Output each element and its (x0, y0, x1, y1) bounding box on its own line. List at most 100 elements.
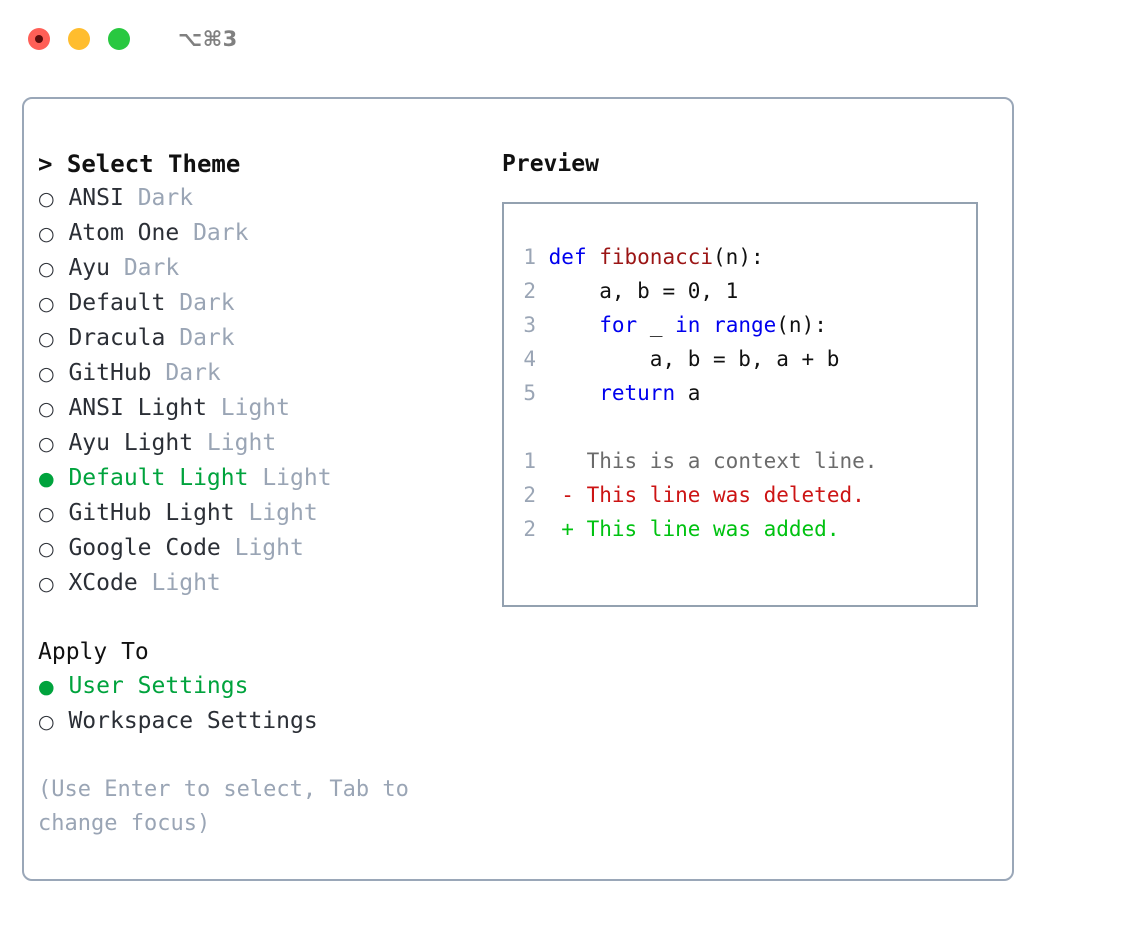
spacer (514, 410, 976, 444)
code-token: in (675, 313, 701, 337)
theme-variant-tag: Dark (179, 220, 249, 246)
preview-column: Preview 1 def fibonacci(n):2 a, b = 0, 1… (494, 99, 1012, 879)
code-token (700, 313, 713, 337)
theme-variant-tag: Dark (151, 360, 221, 386)
radio-unselected-icon: ○ (38, 538, 55, 560)
apply-to-title: Apply To (38, 639, 149, 665)
theme-list-item[interactable]: ○ GitHub Dark (38, 356, 494, 391)
line-number: 1 (523, 449, 536, 473)
radio-unselected-icon: ○ (38, 328, 55, 350)
diff-text: This line was deleted. (573, 483, 865, 507)
window-titlebar: ⌥⌘3 (0, 0, 1140, 78)
line-number: 4 (523, 347, 536, 371)
spacer (38, 601, 494, 635)
theme-name: Dracula (54, 325, 166, 351)
theme-list-item[interactable]: ○ XCode Light (38, 566, 494, 601)
code-token: a, b = b, a + b (548, 347, 840, 371)
code-line: 1 def fibonacci(n): (514, 240, 976, 274)
radio-unselected-icon: ○ (38, 188, 55, 210)
theme-name: GitHub Light (54, 500, 235, 526)
theme-name: XCode (54, 570, 138, 596)
apply-to-option[interactable]: ○ Workspace Settings (38, 704, 494, 739)
radio-selected-icon: ● (38, 676, 55, 698)
theme-variant-tag: Light (193, 430, 277, 456)
code-line: 2 a, b = 0, 1 (514, 274, 976, 308)
gutter-space (536, 347, 549, 371)
code-line: 5 return a (514, 376, 976, 410)
radio-unselected-icon: ○ (38, 711, 55, 733)
theme-name: Default (54, 290, 166, 316)
theme-name: ANSI Light (54, 395, 207, 421)
theme-list-item[interactable]: ○ ANSI Light Light (38, 391, 494, 426)
theme-variant-tag: Dark (123, 185, 194, 211)
record-dot-icon (35, 35, 43, 43)
theme-list: ○ ANSI Dark○ Atom One Dark○ Ayu Dark○ De… (38, 181, 494, 601)
apply-to-option[interactable]: ● User Settings (38, 669, 494, 704)
gutter-space (536, 483, 561, 507)
theme-variant-tag: Light (220, 535, 304, 561)
theme-list-item[interactable]: ○ Google Code Light (38, 531, 494, 566)
code-token: fibonacci (599, 245, 714, 269)
code-line: 4 a, b = b, a + b (514, 342, 976, 376)
theme-variant-tag: Light (248, 465, 332, 491)
gutter-space (536, 381, 549, 405)
code-token (549, 313, 600, 337)
theme-variant-tag: Light (234, 500, 318, 526)
diff-line: 2 - This line was deleted. (514, 478, 976, 512)
theme-picker-header: > Select Theme (38, 150, 241, 178)
code-token: for (599, 313, 638, 337)
radio-unselected-icon: ○ (38, 258, 55, 280)
theme-list-item[interactable]: ● Default Light Light (38, 461, 494, 496)
code-token: (n): (776, 313, 827, 337)
radio-unselected-icon: ○ (38, 573, 55, 595)
diff-line: 1 This is a context line. (514, 444, 976, 478)
code-token: def (548, 245, 600, 269)
code-token: return (599, 381, 676, 405)
gutter-space (536, 313, 549, 337)
line-number: 1 (523, 245, 536, 269)
theme-list-item[interactable]: ○ GitHub Light Light (38, 496, 494, 531)
code-token: (n): (713, 245, 764, 269)
diff-text: This line was added. (573, 517, 840, 541)
code-token: _ (637, 313, 676, 337)
theme-name: Ayu (54, 255, 110, 281)
theme-list-item[interactable]: ○ ANSI Dark (38, 181, 494, 216)
diff-sign: + (561, 517, 574, 541)
radio-unselected-icon: ○ (38, 503, 55, 525)
theme-variant-tag: Dark (165, 290, 235, 316)
theme-list-item[interactable]: ○ Ayu Light Light (38, 426, 494, 461)
theme-list-item[interactable]: ○ Atom One Dark (38, 216, 494, 251)
gutter-space (536, 245, 549, 269)
line-number: 2 (523, 517, 536, 541)
code-token: a, b = 0, 1 (548, 279, 739, 303)
line-number: 5 (523, 381, 536, 405)
line-number: 3 (523, 313, 536, 337)
code-token: range (713, 313, 777, 337)
apply-to-label: Workspace Settings (54, 708, 318, 734)
theme-name: Default Light (54, 465, 249, 491)
code-token: a (675, 381, 701, 405)
radio-unselected-icon: ○ (38, 223, 55, 245)
theme-name: GitHub (54, 360, 152, 386)
theme-list-item[interactable]: ○ Default Dark (38, 286, 494, 321)
diff-sign (561, 449, 574, 473)
close-button-icon[interactable] (28, 28, 50, 50)
apply-to-label: User Settings (54, 673, 249, 699)
maximize-button-icon[interactable] (108, 28, 130, 50)
theme-list-item[interactable]: ○ Ayu Dark (38, 251, 494, 286)
radio-unselected-icon: ○ (38, 398, 55, 420)
main-panel: > Select Theme ○ ANSI Dark○ Atom One Dar… (22, 97, 1014, 881)
minimize-button-icon[interactable] (68, 28, 90, 50)
theme-picker-column: > Select Theme ○ ANSI Dark○ Atom One Dar… (24, 99, 494, 879)
apply-to-list: ● User Settings○ Workspace Settings (38, 669, 494, 739)
diff-sign: - (561, 483, 574, 507)
theme-variant-tag: Light (206, 395, 291, 421)
theme-list-item[interactable]: ○ Dracula Dark (38, 321, 494, 356)
radio-unselected-icon: ○ (38, 293, 55, 315)
line-number: 2 (523, 279, 536, 303)
diff-line: 2 + This line was added. (514, 512, 976, 546)
radio-unselected-icon: ○ (38, 363, 55, 385)
